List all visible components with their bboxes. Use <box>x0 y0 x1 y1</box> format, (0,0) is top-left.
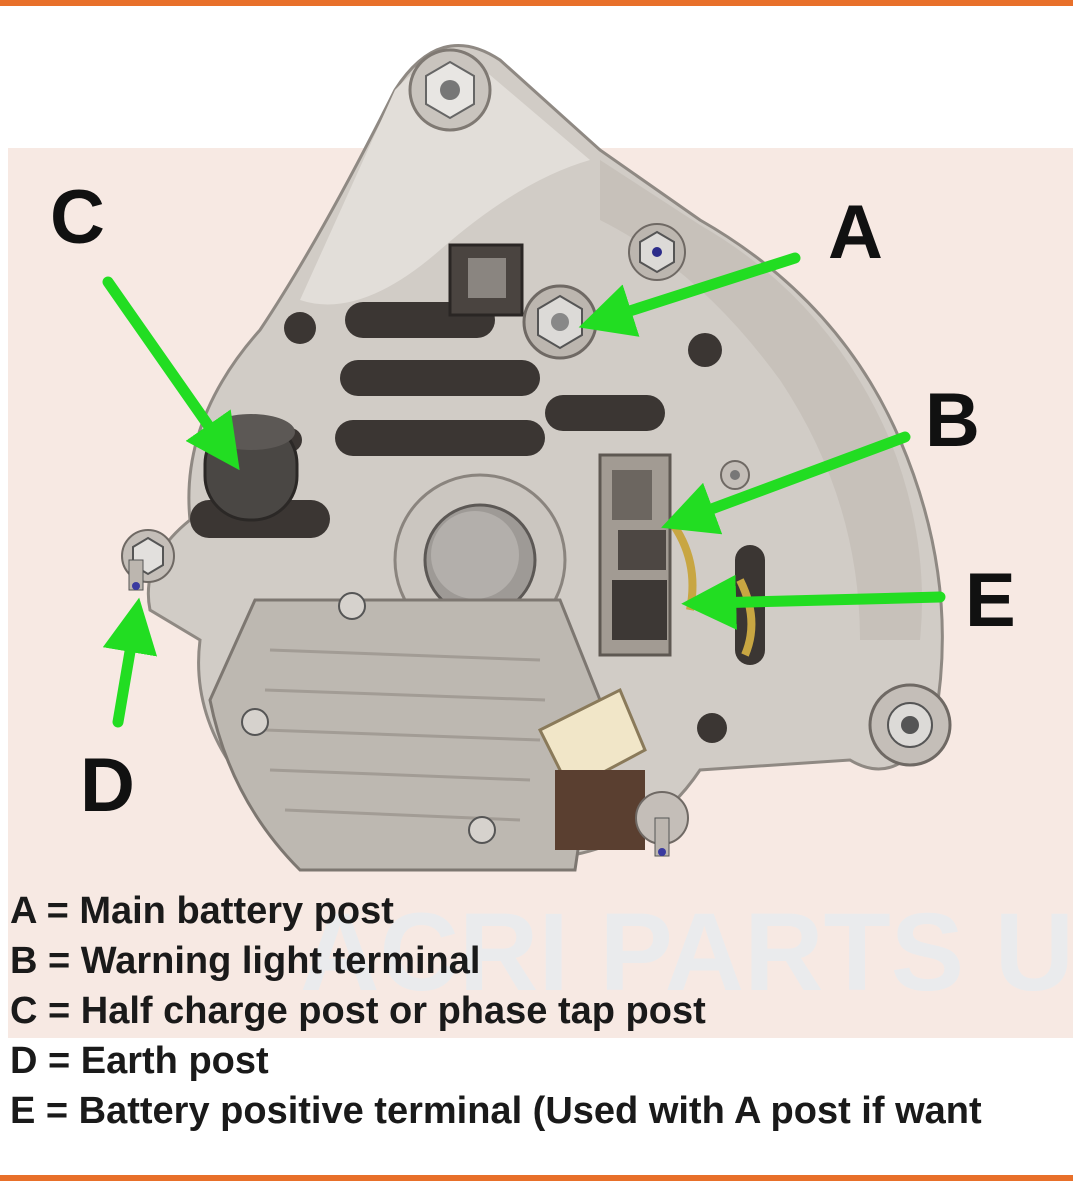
legend-item-a: A = Main battery post <box>10 890 394 932</box>
legend: A = Main battery post B = Warning light … <box>10 886 1073 1136</box>
callout-c: C <box>50 175 105 260</box>
callout-b: B <box>925 378 980 463</box>
legend-item-d: D = Earth post <box>10 1040 269 1082</box>
arrow-c <box>102 276 240 471</box>
bottom-rule <box>0 1175 1073 1181</box>
main-battery-post <box>522 284 598 360</box>
earth-post <box>121 529 175 591</box>
legend-item-e: E = Battery positive terminal (Used with… <box>10 1090 982 1132</box>
half-charge-post <box>203 414 299 522</box>
vent-slots <box>190 302 765 665</box>
bottom-right-bolt <box>868 683 952 767</box>
arrow-d <box>102 597 158 728</box>
arrow-b <box>661 431 911 535</box>
right-top-bolt <box>628 223 686 281</box>
legend-item-b: B = Warning light terminal <box>10 940 481 982</box>
top-rule <box>0 0 1073 6</box>
regulator-connector <box>537 687 647 850</box>
legend-item-c: C = Half charge post or phase tap post <box>10 990 706 1032</box>
callout-a: A <box>828 190 883 275</box>
regulator-cover <box>208 592 602 872</box>
callout-e: E <box>965 558 1016 643</box>
terminal-block <box>598 453 756 657</box>
watermark: ACRI PARTS UK <box>300 891 1073 1014</box>
bottom-bolt <box>635 791 689 857</box>
top-mounting-bolt <box>408 48 492 132</box>
right-small-bolt <box>720 460 750 490</box>
arrow-a <box>578 252 801 337</box>
arrow-e <box>681 574 946 630</box>
callout-d: D <box>80 743 135 828</box>
plug-socket <box>448 243 524 317</box>
